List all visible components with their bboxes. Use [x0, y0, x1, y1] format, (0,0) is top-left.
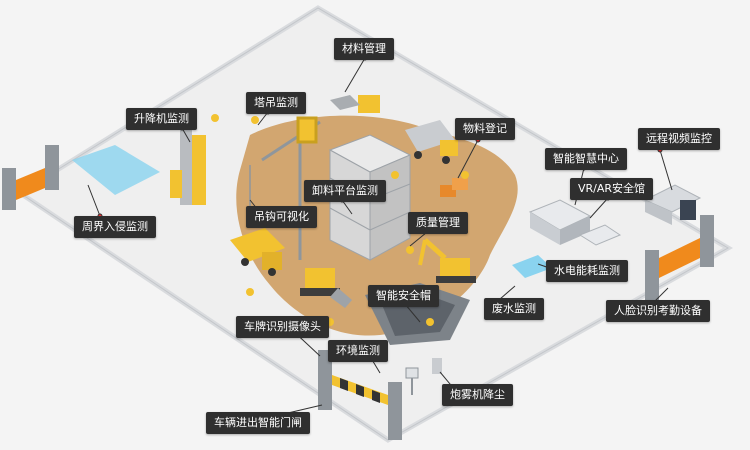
workers — [211, 114, 469, 326]
label-water-power-monitoring[interactable]: 水电能耗监测 — [546, 260, 628, 282]
label-vehicle-smart-gate[interactable]: 车辆进出智能门闸 — [206, 412, 310, 434]
label-vr-ar-safety-hall[interactable]: VR/AR安全馆 — [570, 178, 654, 200]
label-quality-management[interactable]: 质量管理 — [408, 212, 468, 234]
label-material-management[interactable]: 材料管理 — [334, 38, 394, 60]
label-environment-monitoring[interactable]: 环境监测 — [328, 340, 388, 362]
entrance-gate-right — [645, 215, 714, 300]
environment-monitor — [405, 367, 419, 395]
label-fog-cannon-dust[interactable]: 炮雾机降尘 — [442, 384, 513, 406]
label-hook-visualization[interactable]: 吊钩可视化 — [246, 206, 317, 228]
vehicle-gate — [318, 350, 402, 440]
forklift — [330, 95, 380, 113]
label-smart-helmet[interactable]: 智能安全帽 — [368, 285, 439, 307]
remote-video-center — [643, 184, 702, 225]
construction-hoist — [170, 125, 206, 205]
label-tower-crane-monitoring[interactable]: 塔吊监测 — [246, 92, 306, 114]
label-perimeter-intrusion[interactable]: 周界入侵监测 — [74, 216, 156, 238]
material-pallets — [440, 178, 468, 197]
label-unloading-platform[interactable]: 卸料平台监测 — [304, 180, 386, 202]
label-remote-video-monitoring[interactable]: 远程视频监控 — [638, 128, 720, 150]
mixer-truck — [405, 120, 458, 164]
entrance-gate-left — [2, 145, 59, 210]
label-wastewater-monitoring[interactable]: 废水监测 — [484, 298, 544, 320]
label-face-recognition-attendance[interactable]: 人脸识别考勤设备 — [606, 300, 710, 322]
perimeter-intrusion-zone — [72, 145, 160, 195]
water-tank — [512, 255, 552, 278]
label-plate-recognition-camera[interactable]: 车牌识别摄像头 — [236, 316, 329, 338]
bulldozer — [300, 268, 352, 308]
smart-center-building — [528, 199, 622, 246]
label-hoist-monitoring[interactable]: 升降机监测 — [126, 108, 197, 130]
label-material-register[interactable]: 物料登记 — [455, 118, 515, 140]
label-smart-center[interactable]: 智能智慧中心 — [545, 148, 627, 170]
fog-cannon — [432, 358, 442, 374]
excavator — [418, 238, 476, 283]
dump-truck — [230, 228, 285, 276]
building-under-construction — [328, 134, 412, 261]
